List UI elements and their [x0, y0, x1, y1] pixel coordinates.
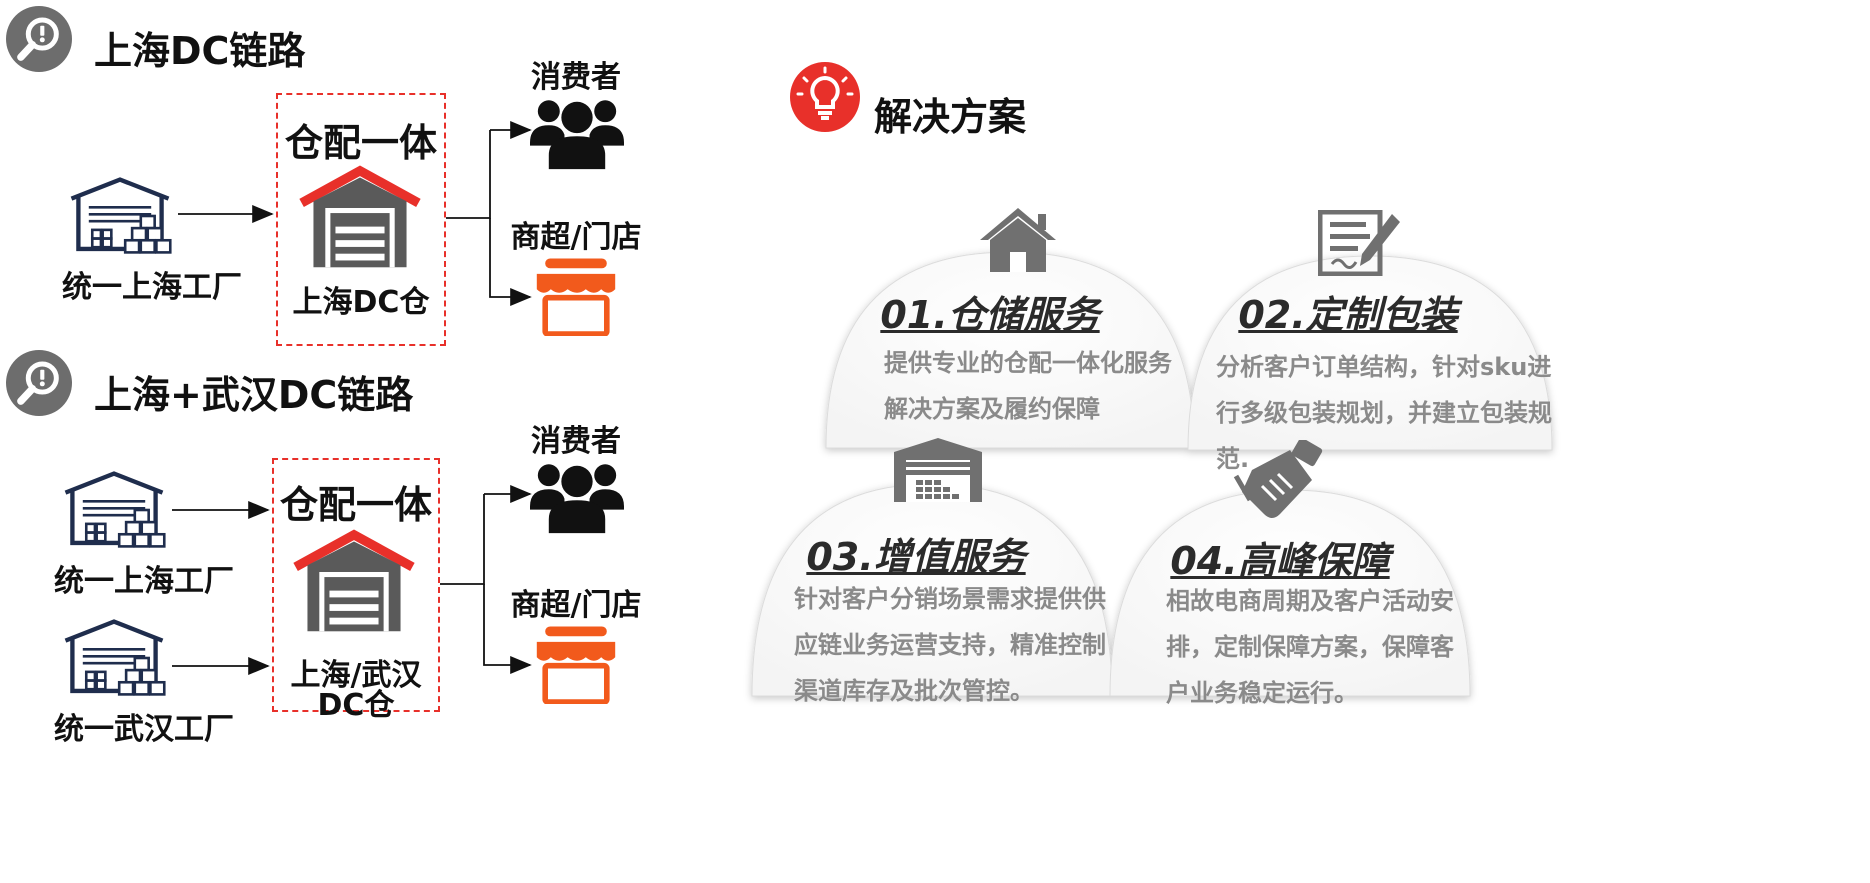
handshake-icon	[1233, 440, 1323, 518]
section1-title: 上海DC链路	[94, 29, 306, 73]
house-icon	[980, 208, 1056, 272]
card-domes	[751, 251, 1553, 697]
card-02-line: 分析客户订单结构，针对sku进	[1216, 353, 1552, 381]
dc-box-title: 仓配一体	[284, 121, 437, 165]
card-03-line: 应链业务运营支持，精准控制	[794, 631, 1106, 659]
flow-connectors	[172, 121, 532, 675]
lightbulb-icon	[790, 62, 860, 132]
warehouse-label-line2: DC仓	[317, 688, 395, 723]
card-02-line: 行多级包装规划，并建立包装规	[1216, 399, 1552, 427]
consumer-label: 消费者	[531, 60, 621, 95]
arrow-to-store	[489, 218, 532, 306]
solutions-title: 解决方案	[874, 95, 1027, 139]
card-04-line: 排，定制保障方案，保障客	[1166, 633, 1454, 661]
card-01-title: 01.仓储服务	[880, 293, 1100, 337]
card-01-desc: 提供专业的仓配一体化服务 解决方案及履约保障	[884, 340, 1172, 432]
card-02-desc: 分析客户订单结构，针对sku进 行多级包装规划，并建立包装规 范.	[1216, 344, 1552, 482]
store-label: 商超/门店	[510, 220, 642, 255]
dc-box	[276, 93, 446, 346]
card-04-desc: 相故电商周期及客户活动安 排，定制保障方案，保障客 户业务稳定运行。	[1166, 578, 1454, 716]
card-02-title: 02.定制包装	[1238, 293, 1458, 337]
connector-dc-branch	[446, 130, 491, 219]
document-pen-icon	[1318, 210, 1400, 276]
store-label: 商超/门店	[510, 588, 642, 623]
card-01-line: 解决方案及履约保障	[884, 395, 1100, 423]
card-03-line: 渠道库存及批次管控。	[794, 677, 1034, 705]
warehouse-icon	[894, 438, 982, 502]
section2-title: 上海+武汉DC链路	[94, 373, 414, 417]
arrow-to-store	[483, 584, 532, 674]
card-03-title: 03.增值服务	[806, 535, 1026, 579]
connector-dc-branch	[440, 494, 485, 585]
card-02-line: 范.	[1216, 445, 1250, 473]
consumer-label: 消费者	[531, 424, 621, 459]
dc-box	[272, 458, 440, 712]
card-04-title: 04.高峰保障	[1170, 539, 1390, 583]
dc-box-title: 仓配一体	[279, 483, 432, 527]
card-01-line: 提供专业的仓配一体化服务	[884, 349, 1172, 377]
card-03-desc: 针对客户分销场景需求提供供 应链业务运营支持，精准控制 渠道库存及批次管控。	[794, 576, 1106, 714]
card-03-line: 针对客户分销场景需求提供供	[794, 585, 1106, 613]
card-04-line: 相故电商周期及客户活动安	[1166, 587, 1454, 615]
card-04-line: 户业务稳定运行。	[1166, 679, 1358, 707]
warehouse-label: 上海DC仓	[292, 285, 430, 320]
warehouse-label-line1: 上海/武汉	[290, 658, 422, 693]
